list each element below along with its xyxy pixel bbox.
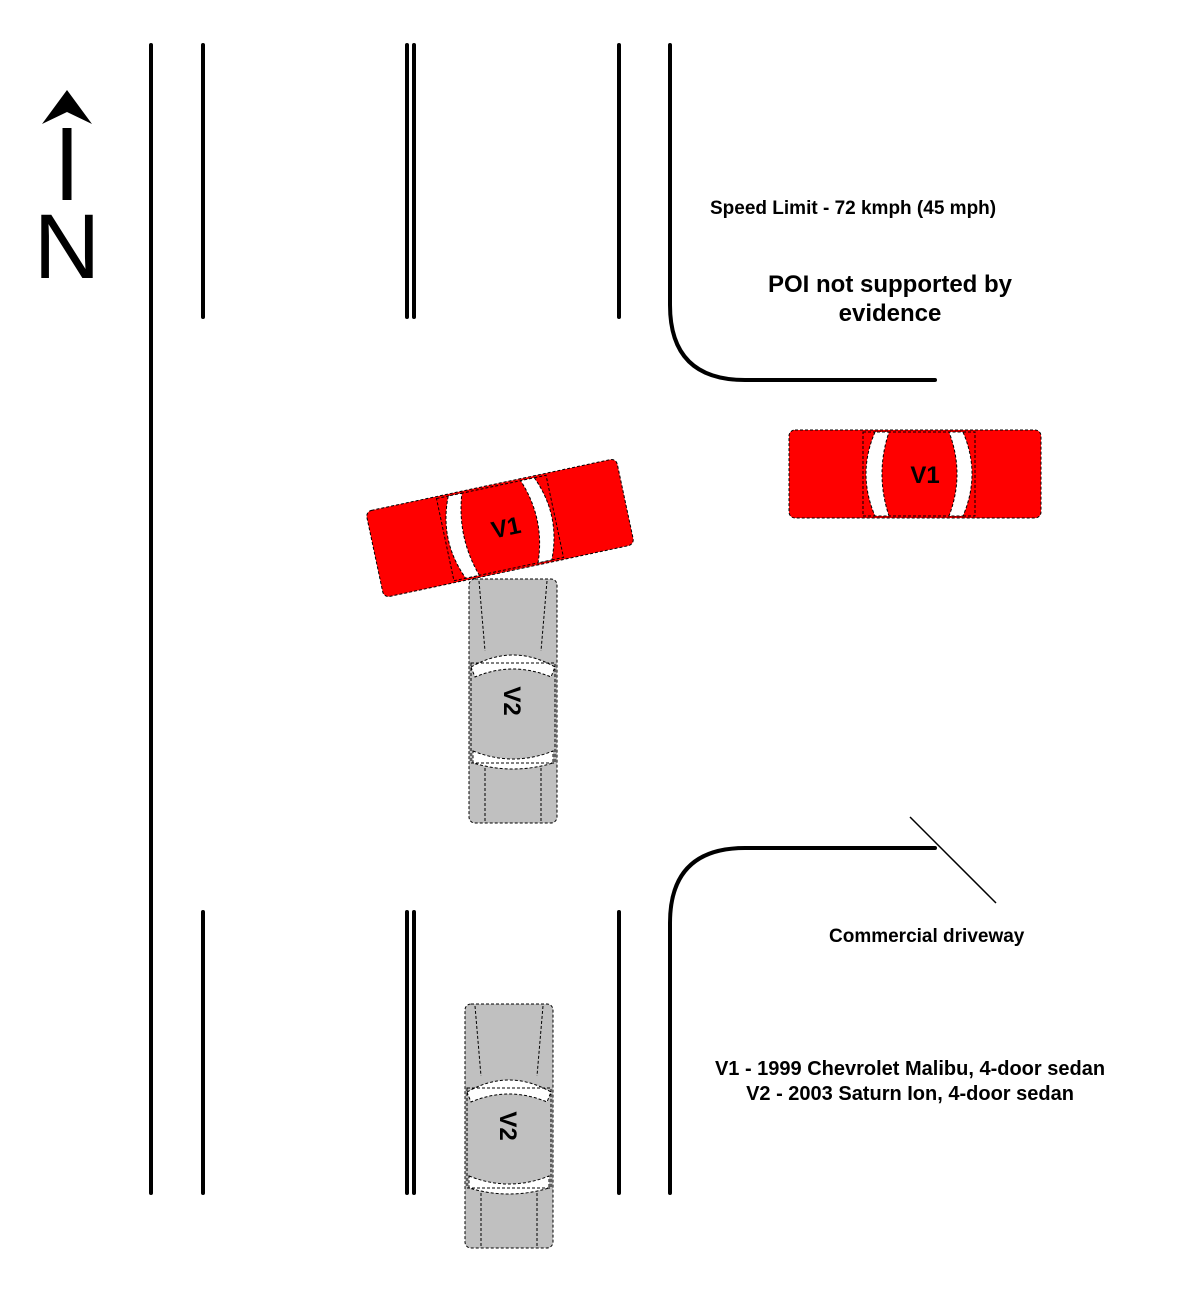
v2-impact-position: V2 (468, 578, 558, 824)
v2-impact-windshield-rear (472, 750, 554, 770)
vehicle-legend: V1 - 1999 Chevrolet Malibu, 4-door sedan… (690, 1057, 1130, 1107)
north-arrow-icon (42, 90, 92, 200)
v1-label: V1 (910, 462, 939, 489)
east-road-edge-north-curve (668, 43, 937, 382)
v2-impact-label: V2 (498, 686, 525, 715)
v2-approach-windshield-front (466, 1079, 552, 1103)
v1-impact-windshield-rear (445, 492, 481, 579)
v2-approach-windshield-rear (468, 1175, 550, 1195)
driveway-label: Commercial driveway (829, 926, 1025, 947)
v1-body (788, 429, 1042, 519)
v1-windshield-rear (865, 431, 890, 517)
v1-impact-position: V1 (366, 458, 634, 598)
legend-v2: V2 - 2003 Saturn Ion, 4-door sedan (746, 1083, 1074, 1105)
v1-rest-position: V1 (788, 429, 1042, 519)
driveway-pointer-line (909, 816, 997, 904)
north-letter: N (34, 196, 100, 298)
v2-approach-hood-lines (474, 1005, 544, 1246)
speed-limit-label: Speed Limit - 72 kmph (45 mph) (710, 198, 997, 219)
v1-impact-body (366, 458, 634, 598)
poi-note-line1: POI not supported by (768, 271, 1012, 298)
v1-roof-outline (862, 431, 976, 517)
v1-impact-windshield-front (519, 477, 555, 564)
v2-approach-roof-outline (466, 1087, 552, 1189)
v2-approach-position: V2 (464, 1003, 554, 1249)
v2-impact-hood-lines (478, 580, 548, 821)
v2-impact-roof-outline (470, 662, 556, 764)
poi-note-line2: evidence (838, 300, 942, 327)
poi-note: POI not supported by evidence (750, 270, 1030, 328)
v2-approach-label: V2 (494, 1111, 521, 1140)
road-markings (149, 43, 937, 1195)
east-road-edge-south-curve (668, 846, 937, 1195)
v1-impact-label: V1 (489, 512, 523, 545)
legend-v1: V1 - 1999 Chevrolet Malibu, 4-door sedan (714, 1058, 1106, 1080)
v1-windshield-front (948, 431, 973, 517)
v2-impact-windshield-front (470, 654, 556, 678)
